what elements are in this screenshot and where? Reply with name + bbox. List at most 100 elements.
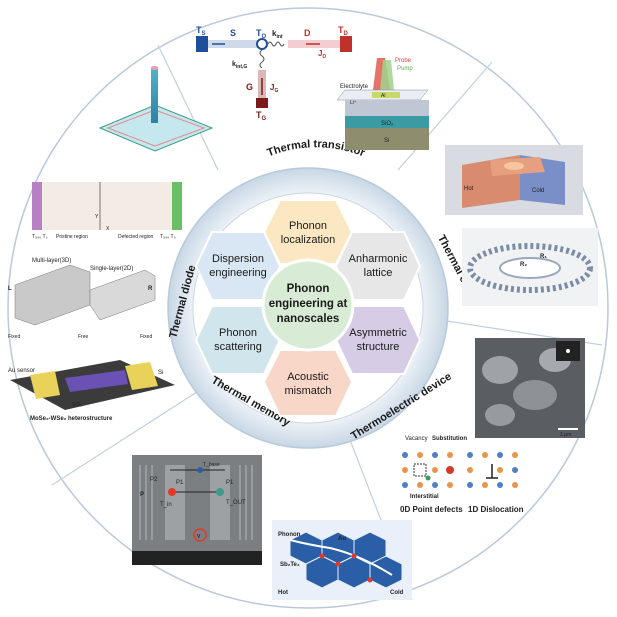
label-interstitial: Interstitial [410,494,439,500]
hex-top-line-2: localization [281,234,335,246]
label-v: V [197,534,201,540]
label-te-hot: Hot [278,590,288,596]
source-bar [208,40,258,48]
hex-ur-line-2: lattice [364,267,393,279]
label-sb2te3: Sb₂Te₃ [280,562,300,568]
label-p2: P2 [150,477,158,483]
singlelayer-lattice [89,269,156,321]
spring-kintg [259,49,265,69]
strip-left-edge [32,182,42,230]
gate-block [256,98,268,108]
pump-beam [380,60,394,90]
label-free: Free [78,334,89,340]
label-scale: 1 μm [560,432,571,438]
sem-info-bar [132,551,262,565]
diode-plate-edge [106,109,206,147]
diode-panels: T₃₀₀ T₂ Pristine region Defected region … [8,66,214,422]
hexagon-grid [194,199,422,417]
label-kintg: kint,G [232,61,247,70]
diffraction-spot [566,349,570,353]
electrolyte-body [345,100,429,116]
hex-bottom-line-2: mismatch [284,385,331,397]
pillar-tip [150,66,159,70]
pump-probe-device: Probe Pump Electrolyte Li⁺ Al SiO₂ Si [336,58,429,150]
sb2te3-hexagons [289,531,403,589]
label-diode-left: T₃₀₀ T₂ [32,234,48,240]
hex-lr-line-1: Asymmetric [349,327,407,339]
tbase-node [197,467,203,473]
label-te-cold: Cold [390,590,404,596]
label-tg: TG [256,110,267,122]
cloak-3d-model: Hot Cold R₁ R₂ [445,145,598,306]
hex-phonon-localization [262,199,354,265]
cloak-ring [504,162,524,170]
memory-device: T_base P2 P1 P T_in P1 T_OUT V [132,455,262,565]
thermoelectric-panels: 1 μm Vacancy Substitution Interstitial 0… [272,338,585,600]
center-line-3: nanoscales [277,313,340,325]
hetero-flake [65,370,128,392]
left-au-pad [30,371,60,399]
label-multi: Multi-layer(3D) [32,258,71,264]
cloak-inner-ring [499,257,561,279]
hex-ul-line-1: Dispersion [212,253,264,265]
point-defect-lattice [402,452,454,488]
voltmeter-circle [193,528,207,542]
label-kint: kint [272,29,283,40]
label-substitution: Substitution [432,436,467,442]
right-pad [210,465,230,540]
diode-base-plate [98,104,214,152]
label-al: Al [381,93,385,99]
label-si-top: Si [384,138,389,144]
label-td: TD [338,25,349,37]
nanopillar [151,68,158,123]
label-tout: T_OUT [226,500,246,506]
label-p1-left: P1 [176,480,184,486]
right-au-pad [125,362,158,390]
label-pristine: Pristine region [56,234,88,240]
transistor-schematic: TS S TO kint D TD JS JD kint,G G JG TG [196,25,352,122]
label-y: Y [95,214,99,220]
diode-strip [32,182,182,230]
label-l: L [8,286,12,292]
grain-2 [513,380,557,410]
si-substrate [345,128,429,150]
drain-block [340,36,352,52]
hex-ll-line-1: Phonon [219,327,257,339]
label-d: D [304,28,311,38]
label-p: P [140,492,144,498]
hex-ll-line-2: scattering [214,341,262,353]
label-si: Si [158,370,163,376]
label-js: JS [214,49,222,60]
label-fixed-right: Fixed [140,334,152,340]
hex-bottom-line-1: Acoustic [287,371,329,383]
label-defected: Defected region [118,234,154,240]
tout-node [216,488,224,496]
label-r1: R₁ [540,254,547,260]
source-block [196,36,208,52]
hex-top-line-1: Phonon [289,220,327,232]
label-dislocation: 1D Dislocation [468,505,524,514]
label-tbase: T_base [203,462,220,468]
label-cloak-hot: Hot [464,186,474,192]
label-diode-right: T₃₀₀ T₃ [160,234,176,240]
label-jg: JG [270,83,278,94]
phonon-path [289,539,393,576]
hex-anharmonic-lattice [334,231,422,301]
hex-lr-line-2: structure [357,341,400,353]
label-single: Single-layer(2D) [90,266,133,272]
grain-1 [482,356,518,384]
label-p1-right: P1 [226,480,234,486]
strip-right-edge [172,182,182,230]
label-sio2: SiO₂ [72,402,82,408]
label-to: TO [256,28,267,40]
label-fixed-left: Fixed [8,334,20,340]
label-ts: TS [196,25,206,37]
label-sio2-top: SiO₂ [381,121,394,127]
hex-acoustic-mismatch [262,349,354,417]
label-hetero: MoSe₂-WSe₂ heterostructure [30,416,113,422]
label-cloak-cold: Cold [532,188,544,194]
al-pad [372,92,400,98]
label-r2: R₂ [520,262,527,268]
